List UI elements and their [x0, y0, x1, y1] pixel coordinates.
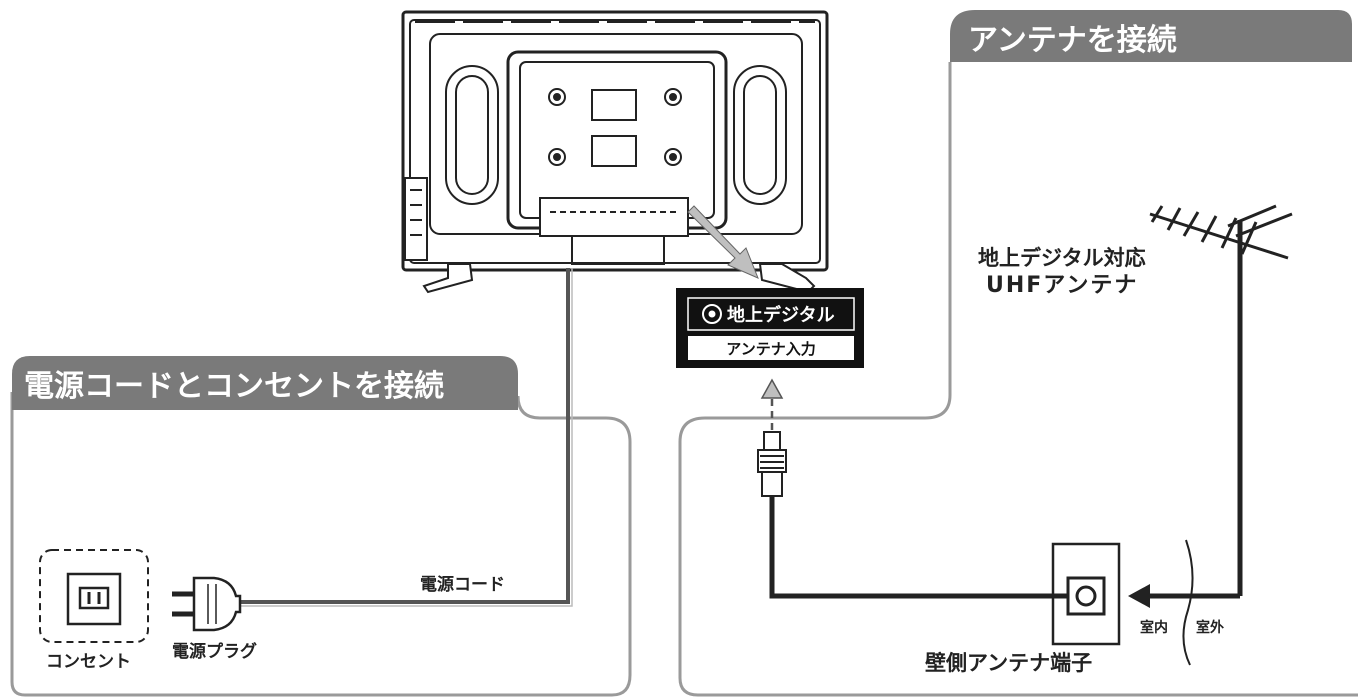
power-section-header [12, 356, 518, 410]
outlet-label: コンセント [46, 652, 131, 672]
terminal-zoom-arrow [687, 205, 759, 279]
terminal-label-top: 地上デジタル [727, 304, 835, 326]
f-connector-plug [757, 431, 787, 497]
terminal-icon [702, 304, 722, 324]
wall-outlet-icon [39, 549, 149, 643]
antenna-panel: アンテナを接続 [678, 10, 1358, 697]
tv-back [401, 10, 829, 294]
antenna-section-title: アンテナを接続 [968, 23, 1177, 58]
power-section-title: 電源コードとコンセントを接続 [24, 369, 444, 404]
power-cord-line [240, 268, 573, 607]
wall-boundary-line [1182, 539, 1194, 666]
antenna-indoor-cable [757, 378, 1068, 599]
power-plug-label: 電源プラグ [172, 641, 257, 662]
vesa-mount-screws [548, 88, 682, 166]
tv-stands [422, 263, 816, 294]
antenna-type-line1: 地上デジタル対応 [978, 246, 1146, 270]
power-panel: 電源コードとコンセントを接続 [10, 356, 632, 697]
right-handle [733, 65, 787, 205]
indoor-label: 室内 [1140, 619, 1168, 636]
antenna-outdoor-cable [1128, 584, 1240, 608]
terminal-label-bottom: アンテナ入力 [726, 340, 815, 358]
wall-terminal-label: 壁側アンテナ端子 [925, 651, 1092, 675]
power-cord-label: 電源コード [420, 574, 505, 595]
antenna-section-header [950, 10, 1352, 62]
antenna-type-line2: UHFアンテナ [986, 273, 1138, 298]
left-handle [445, 65, 499, 205]
uhf-antenna-icon [1149, 204, 1293, 596]
insert-arrow-icon [760, 378, 784, 399]
antenna-input-terminal-label: 地上デジタル アンテナ入力 [676, 288, 864, 368]
outdoor-label: 室外 [1196, 619, 1224, 636]
power-plug-icon [172, 576, 242, 632]
